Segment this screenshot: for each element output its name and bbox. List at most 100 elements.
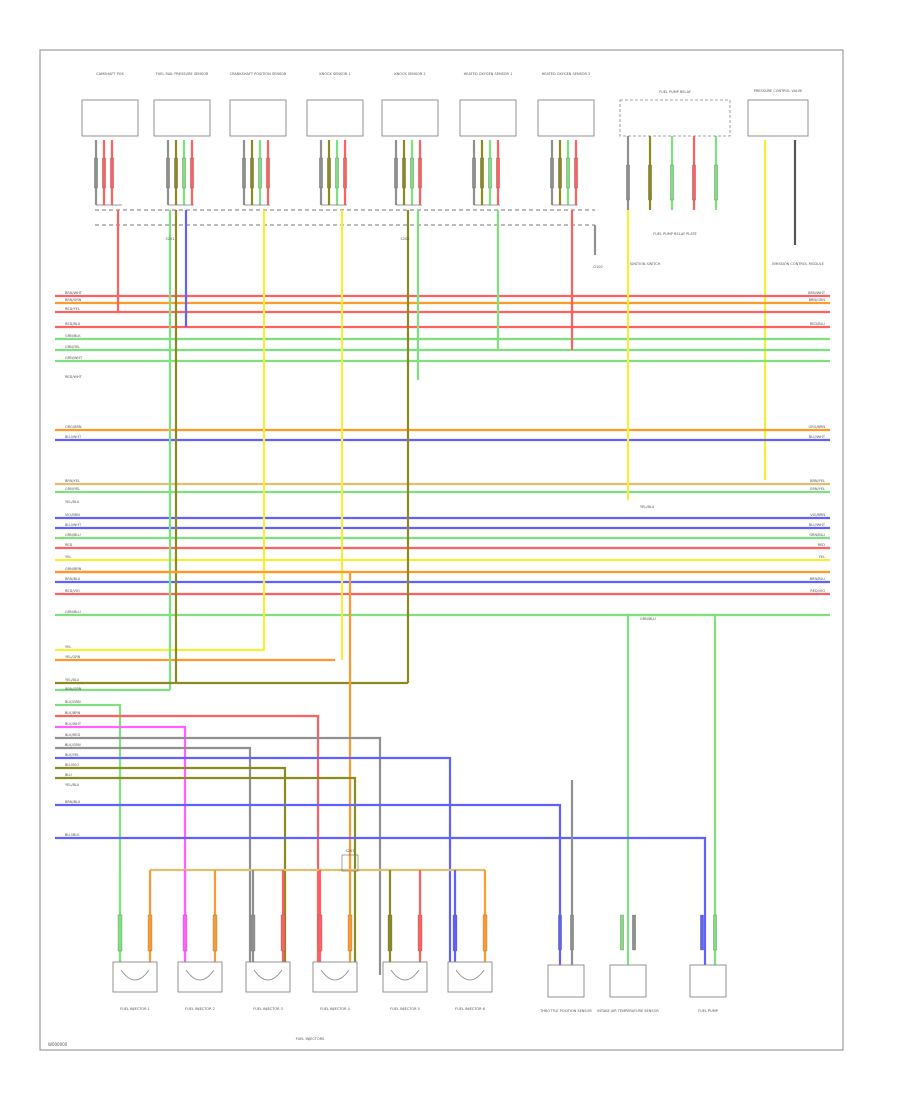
connector-pin-body (480, 157, 484, 189)
right-wire-label: GRN/YEL (810, 487, 825, 491)
splice-label: S201 (166, 237, 175, 241)
left-wire-label: GRN/YEL (65, 345, 80, 349)
left-wire-label: GRN/BLU (65, 533, 81, 537)
right-wire-label: YEL (819, 555, 825, 559)
right-wire-label: ORG/BRN (808, 425, 825, 429)
connector-pin-body (620, 914, 624, 951)
connector-pin-body (335, 157, 339, 189)
left-wire-label: BRN/WHT (65, 291, 83, 295)
injector-signal (55, 756, 452, 975)
fuel-injector-label: FUEL INJECTOR 5 (390, 1007, 420, 1011)
fuel-injector-label: FUEL INJECTOR 3 (253, 1007, 283, 1011)
right-wire-label: BRN/YEL (810, 479, 825, 483)
connector-pin-body (632, 914, 636, 951)
diagram-border (39, 49, 844, 1051)
injector-symbol (185, 969, 215, 981)
left-wire-label: ORG/BRN (65, 425, 82, 429)
left-wire-label: BLU/VIO (65, 763, 79, 767)
fuel-injector-label: FUEL INJECTOR 1 (120, 1007, 150, 1011)
relay-pin-body (692, 164, 696, 201)
left-wire-label: BLK/GRN (65, 700, 81, 704)
right-wire-label: BRN/BLU (810, 577, 826, 581)
left-wire-label: YEL (65, 645, 71, 649)
fuel-injector-box (245, 961, 291, 993)
injector-signal (55, 746, 252, 975)
connector-pin-body (558, 157, 562, 189)
right-wire-label: BLU/WHT (809, 435, 826, 439)
left-wire-label: BRN/BLU (65, 800, 81, 804)
injector-symbol (455, 969, 485, 981)
left-wire-label: BLK/YEL (65, 753, 79, 757)
bottom-component-box (547, 964, 585, 998)
left-wire-label: GRN/BLU (65, 610, 81, 614)
left-wire-label: YEL/BLU (65, 783, 80, 787)
connector-pin-body (319, 157, 323, 189)
relay-pin-body (626, 164, 630, 201)
top-component-label: KNOCK SENSOR 1 (319, 72, 350, 76)
injector-signal (55, 736, 382, 975)
injector-pin-body (482, 914, 488, 952)
left-wire-label: VIO/BRN (65, 513, 80, 517)
connector-pin-body (550, 157, 554, 189)
left-wire-label: BLK/GRN (65, 743, 81, 747)
left-wire-label: YEL/GRN (65, 655, 81, 659)
injector-symbol (120, 969, 150, 981)
left-wire-label: RED/BLU (65, 322, 81, 326)
component-layer (81, 99, 809, 998)
fuel-injector-box (177, 961, 223, 993)
fuel-injector-label: FUEL INJECTOR 6 (455, 1007, 485, 1011)
connector-pin-body (258, 157, 262, 189)
splice-label: S203 (346, 849, 355, 853)
relay-note: FUEL PUMP RELAY PLATE (653, 232, 696, 236)
left-wire-label: BLK/WHT (65, 722, 82, 726)
left-wire-label: BLU (65, 773, 72, 777)
connector-pin-body (472, 157, 476, 189)
connector-pin-body (566, 157, 570, 189)
top-component-label: HEATED OXYGEN SENSOR 2 (542, 72, 591, 76)
connector-pin-body (190, 157, 194, 189)
fuel-injector-box (112, 961, 158, 993)
left-wire-label: BLU/BLK (65, 833, 80, 837)
relay-box (619, 99, 731, 137)
left-wire-label: BLK/RED (65, 733, 80, 737)
wire-layer (55, 136, 830, 975)
bottom-component-box (609, 964, 647, 998)
injector-pin-body (452, 914, 458, 952)
left-wire-label: GRN/BRN (65, 567, 82, 571)
connector-pin-body (570, 914, 574, 951)
connector-pin-body (343, 157, 347, 189)
connector-pin-body (700, 914, 704, 951)
footer-code: W000000 (48, 1042, 68, 1047)
connector-pin-body (713, 914, 717, 951)
injector-pin-body (182, 914, 188, 952)
fuel-injector-label: FUEL INJECTOR 4 (320, 1007, 351, 1011)
right-wire-label: BRN/GRN (809, 298, 826, 302)
left-wire-label: RED (65, 543, 73, 547)
right-wire-label: BRN/WHT (808, 291, 826, 295)
injector-pin-body (250, 914, 256, 952)
top-component-box (381, 99, 439, 137)
connector-pin-body (402, 157, 406, 189)
fuel-injector-label: FUEL INJECTOR 2 (185, 1007, 215, 1011)
left-wire-label: GRN/BLK (65, 334, 81, 338)
injector-pin-body (387, 914, 393, 952)
top-component-label: FUEL RAIL PRESSURE SENSOR (156, 72, 209, 76)
bottom-component-box (689, 964, 727, 998)
injector-pin-body (347, 914, 353, 952)
connector-pin-body (410, 157, 414, 189)
injector-symbol (320, 969, 350, 981)
left-wire-label: YEL/BLU (65, 678, 80, 682)
top-component-box (459, 99, 517, 137)
left-wire-label: YEL (65, 555, 71, 559)
valve-label: PRESSURE CONTROL VALVE (754, 89, 802, 93)
connector-pin-body (266, 157, 270, 189)
left-wire-label: RED/YEL (65, 307, 80, 311)
left-wire-label: BRN/GRN (65, 687, 82, 691)
connector-pin-body (110, 157, 114, 189)
injector-pin-body (317, 914, 323, 952)
left-wire-label: BRN/GRN (65, 298, 82, 302)
connector-pin-body (394, 157, 398, 189)
left-wire-label: GRN/WHT (65, 356, 83, 360)
